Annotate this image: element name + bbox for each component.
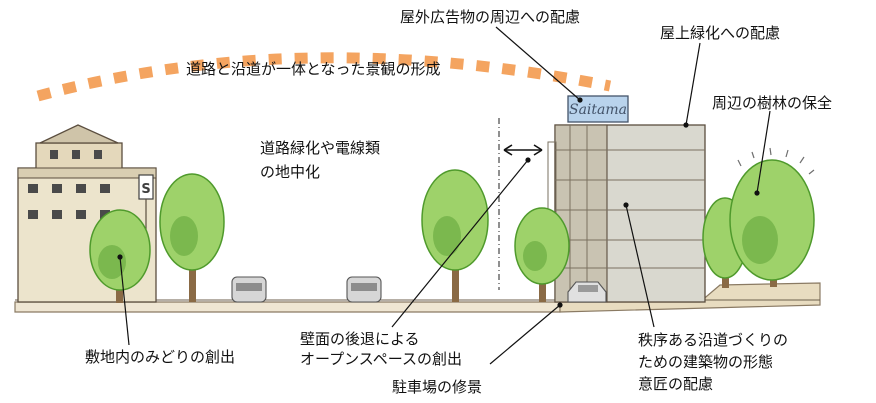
small-sign-text: S bbox=[141, 182, 150, 197]
tree-street-2 bbox=[421, 169, 489, 302]
tree-street-1 bbox=[159, 173, 225, 302]
right-building: Saitama bbox=[547, 95, 706, 303]
car-1 bbox=[231, 276, 267, 303]
label-building-design: 秩序ある沿道づくりの ための建築物の形態 意匠の配慮 bbox=[638, 329, 788, 395]
pointer-dots bbox=[117, 97, 760, 308]
label-setback-space: 壁面の後退による オープンスペースの創出 bbox=[300, 329, 462, 369]
pointer-lines bbox=[119, 26, 771, 365]
label-road-greening-line-1: 道路緑化や電線類 bbox=[260, 139, 381, 157]
label-unified-landscape: 道路と沿道が一体となった景観の形成 bbox=[186, 60, 441, 78]
rooftop-sign-text: Saitama bbox=[569, 102, 627, 118]
label-outdoor-ads: 屋外広告物の周辺への配慮 bbox=[400, 8, 581, 26]
label-rooftop-greening: 屋上緑化への配慮 bbox=[660, 24, 781, 42]
parked-car bbox=[567, 281, 607, 303]
label-building-design-line-3: 意匠の配慮 bbox=[638, 375, 714, 393]
tree-front-right-building bbox=[514, 207, 570, 302]
label-road-greening: 道路緑化や電線類 の地中化 bbox=[260, 136, 380, 184]
label-building-design-line-1: 秩序ある沿道づくりの bbox=[638, 331, 789, 349]
label-road-greening-line-2: の地中化 bbox=[260, 163, 321, 181]
label-parking: 駐車場の修景 bbox=[392, 378, 483, 396]
label-setback-space-line-2: オープンスペースの創出 bbox=[300, 350, 463, 368]
car-2 bbox=[346, 276, 382, 303]
label-setback-space-line-1: 壁面の後退による bbox=[300, 330, 420, 348]
label-site-greenery: 敷地内のみどりの創出 bbox=[85, 348, 236, 366]
setback-arrow bbox=[498, 118, 543, 290]
forest-trees bbox=[702, 147, 815, 288]
tree-left-building bbox=[89, 209, 151, 303]
label-building-design-line-2: ための建築物の形態 bbox=[638, 353, 774, 371]
label-forest-preservation: 周辺の樹林の保全 bbox=[712, 94, 833, 112]
